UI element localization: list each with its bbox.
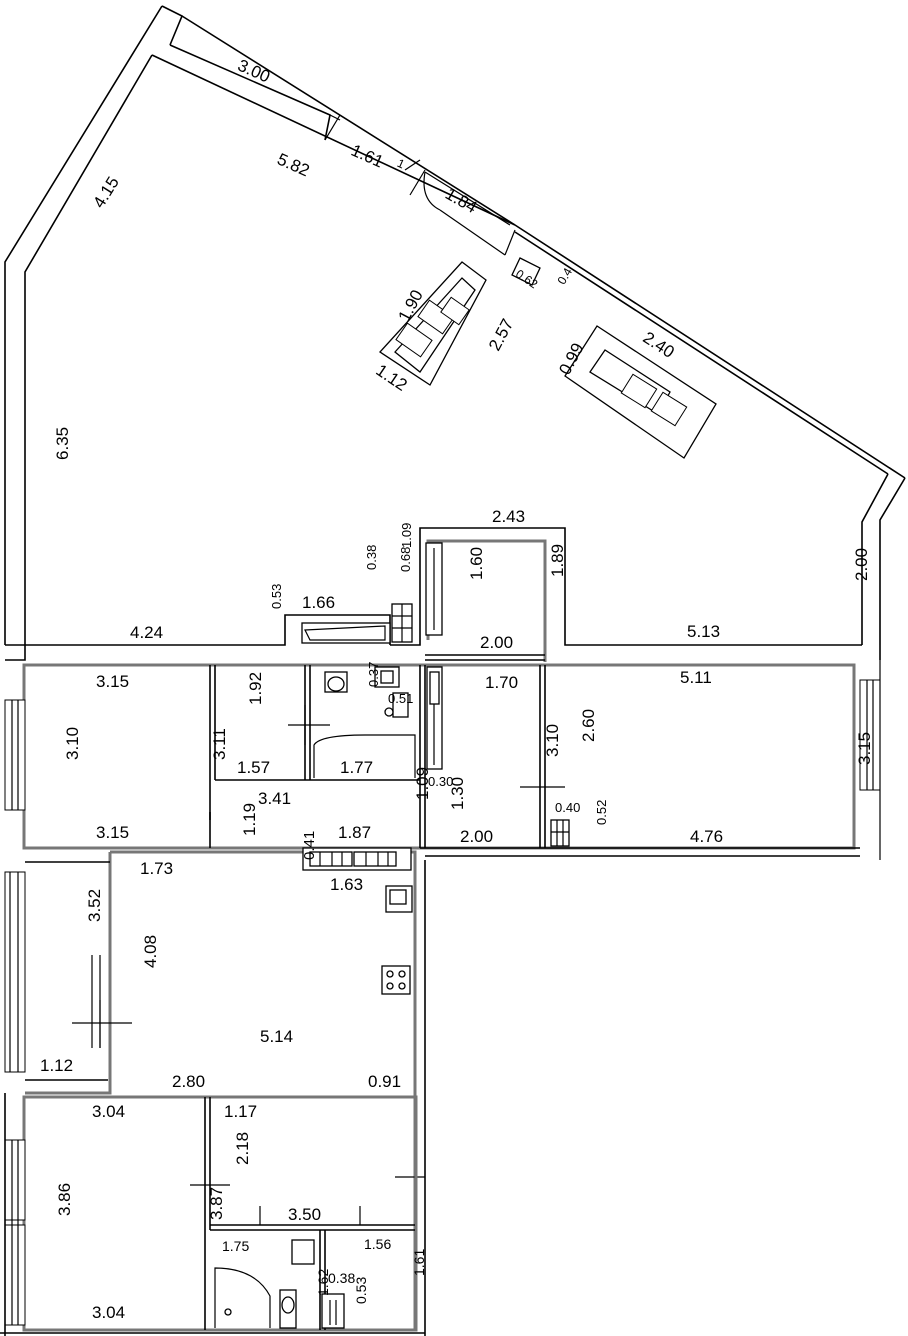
dimension-label: 3.04	[92, 1303, 125, 1322]
dimension-label: 2.00	[460, 827, 493, 846]
dimension-label: 3.11	[210, 728, 229, 760]
dimension-label: 3.41	[258, 789, 291, 808]
dimension-label: 2.00	[480, 633, 513, 652]
outer-walls	[4, 5, 906, 645]
middle-rooms	[4, 654, 881, 860]
dimension-label: 2.60	[579, 709, 598, 742]
dimension-label: 1.70	[485, 673, 518, 692]
dimension-label: 2.80	[172, 1072, 205, 1091]
dimension-label: 6.35	[53, 427, 72, 460]
dimension-label: 1.19	[240, 803, 259, 836]
dimension-label: 3.15	[855, 732, 874, 765]
dimension-label: 0.91	[368, 1072, 401, 1091]
dimension-label: 3.50	[288, 1205, 321, 1224]
dimension-label: 1.09	[399, 523, 414, 548]
dimension-label: 0.41	[301, 831, 318, 860]
dimension-label: 0.53	[353, 1277, 369, 1304]
lower-area	[4, 847, 860, 1336]
kitchen-island-right	[564, 325, 717, 459]
dimension-label: 1.57	[237, 758, 270, 777]
dimension-label: 1.30	[448, 777, 467, 810]
dimension-label: 2.57	[485, 316, 517, 354]
dimension-label: 0.53	[269, 584, 284, 609]
dimension-label: 5.11	[680, 668, 712, 687]
dimension-label: 4.76	[690, 827, 723, 846]
dimension-label: 3.10	[543, 724, 562, 757]
dimension-label: 1.77	[340, 758, 373, 777]
dimension-label: 1.62	[315, 1269, 331, 1296]
dimension-label: 1.12	[40, 1056, 73, 1075]
dimension-label: 4.15	[89, 173, 123, 211]
dimension-label: 1.66	[302, 593, 335, 612]
dimension-label: 0.38	[328, 1270, 355, 1286]
dimension-label: 0.51	[388, 691, 413, 706]
dimension-label: 1.63	[330, 875, 363, 894]
dimension-label: 2.00	[852, 548, 871, 581]
dimension-label: 1.09	[413, 767, 432, 800]
dimension-label: 0.52	[594, 800, 609, 825]
dimension-label: 1.92	[246, 672, 265, 705]
dimension-label: 1.73	[140, 859, 173, 878]
dimension-label: 5.82	[274, 150, 312, 181]
dimension-label: 3.10	[63, 727, 82, 760]
dimension-label: 3.15	[96, 672, 129, 691]
dimension-label: 1.87	[338, 823, 371, 842]
dimension-label: 3.15	[96, 823, 129, 842]
dimension-label: 0.40	[555, 800, 580, 815]
dimension-label: 1.61	[348, 141, 386, 172]
dimension-label: 5.14	[260, 1027, 293, 1046]
dimension-label: 1.60	[467, 547, 486, 580]
dimension-label: 1.84	[442, 184, 480, 217]
kitchen-island-left	[379, 261, 487, 386]
dimension-label: 3.86	[55, 1183, 74, 1216]
dimension-label: 1.56	[364, 1236, 391, 1252]
dimension-labels: 3.00 4.15 5.82 1.61 1 1.84 1.90 2.57 1.1…	[40, 56, 874, 1322]
top-strip-details	[324, 114, 541, 286]
dimension-label: 0.38	[364, 545, 379, 570]
dimension-label: 1.17	[224, 1102, 257, 1121]
dimension-label: 0.37	[366, 662, 381, 687]
bottom-rooms	[0, 1093, 425, 1336]
dimension-label: 0.68	[398, 547, 413, 572]
dimension-label: 1.75	[222, 1238, 249, 1254]
dimension-label: 4.24	[130, 623, 163, 642]
entry-wardrobe	[301, 542, 443, 644]
dimension-label: 3.87	[207, 1187, 226, 1220]
dimension-label: 5.13	[687, 622, 720, 641]
dimension-label: 3.52	[85, 889, 104, 922]
dimension-label: 2.18	[233, 1132, 252, 1165]
dimension-label: 3.04	[92, 1102, 125, 1121]
dimension-label: 1.89	[548, 544, 567, 577]
dimension-label: 0.30	[428, 774, 453, 789]
dimension-label: 1.61	[411, 1249, 427, 1276]
dimension-label: 2.43	[492, 507, 525, 526]
dimension-label: 4.08	[141, 935, 160, 968]
